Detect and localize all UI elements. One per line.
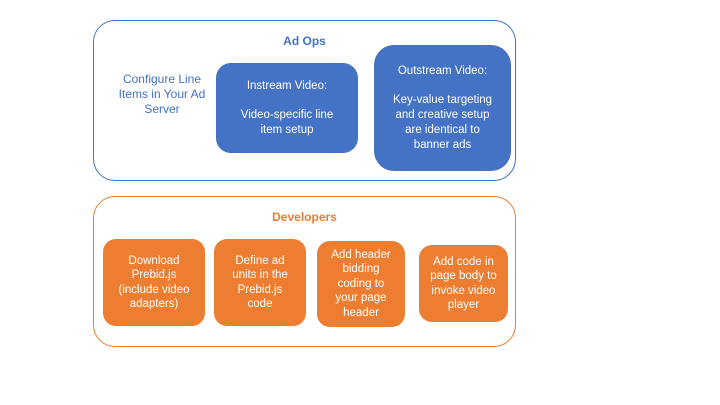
- ad-ops-group: Ad Ops Configure Line Items in Your Ad S…: [93, 20, 516, 181]
- developers-step-add-page-body-code: Add code in page body to invoke video pl…: [419, 245, 508, 322]
- outstream-video-box-title: Outstream Video:: [397, 64, 488, 77]
- outstream-video-box: Outstream Video: Key-value targeting and…: [374, 45, 511, 171]
- instream-video-box-body: Video-specific line item setup: [240, 108, 334, 136]
- instream-video-box-title: Instream Video:: [246, 79, 328, 92]
- instream-video-box: Instream Video: Video-specific line item…: [216, 63, 358, 153]
- ad-ops-group-title: Ad Ops: [283, 34, 326, 48]
- developers-group: Developers Download Prebid.js (include v…: [93, 196, 516, 347]
- developers-step-download-prebid: Download Prebid.js (include video adapte…: [103, 239, 205, 326]
- outstream-video-box-body: Key-value targeting and creative setup a…: [392, 93, 493, 151]
- configure-line-items-note: Configure Line Items in Your Ad Server: [118, 72, 206, 116]
- developers-step-add-header-bidding: Add header bidding coding to your page h…: [317, 241, 405, 327]
- developers-step-define-ad-units: Define ad units in the Prebid.js code: [214, 239, 306, 326]
- developers-group-title: Developers: [272, 210, 337, 224]
